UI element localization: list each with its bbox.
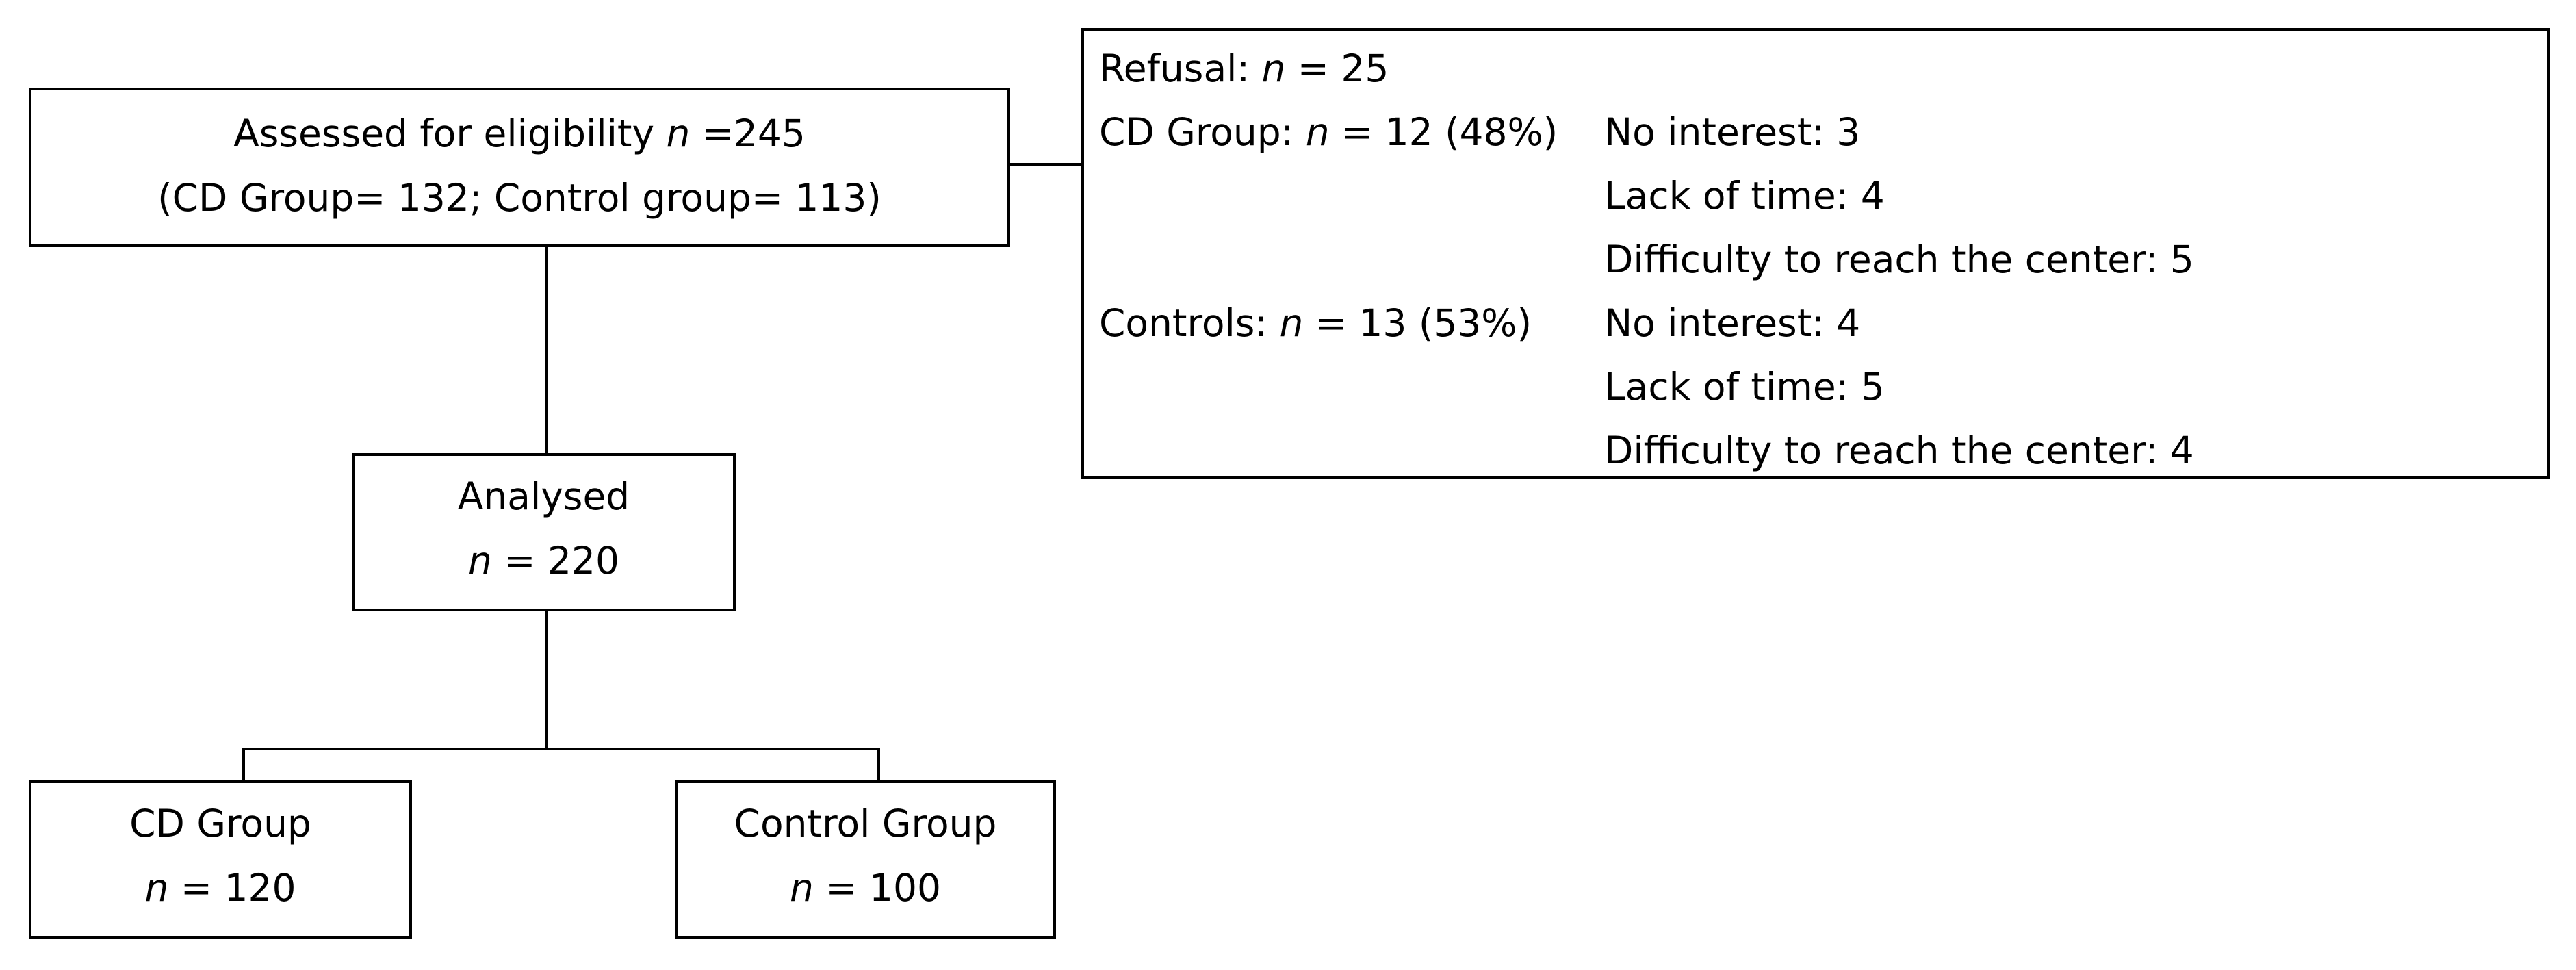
refusal-cd-reason: No interest: 3	[1604, 110, 1861, 154]
refusal-controls-reason: Difficulty to reach the center: 4	[1604, 429, 2194, 472]
refusal-cd-label: CD Group: n = 12 (48%)	[1099, 110, 1558, 154]
refusal-controls-label: Controls: n = 13 (53%)	[1099, 301, 1532, 345]
eligibility-line-2: (CD Group= 132; Control group= 113)	[157, 176, 881, 220]
connector-branch-control	[877, 748, 880, 782]
refusal-controls-reason: No interest: 4	[1604, 301, 1861, 345]
control-group-count: n = 100	[790, 866, 941, 910]
refusal-cd-reason: Difficulty to reach the center: 5	[1604, 238, 2194, 281]
refusal-controls-reason: Lack of time: 5	[1604, 365, 1885, 409]
eligibility-line-1: Assessed for eligibility n =245	[233, 112, 806, 155]
cd-group-count: n = 120	[144, 866, 296, 910]
analysed-box: Analysed n = 220	[352, 453, 736, 611]
analysed-count: n = 220	[468, 539, 619, 583]
connector-branch-cd	[242, 748, 245, 782]
eligibility-box: Assessed for eligibility n =245 (CD Grou…	[29, 88, 1010, 247]
connector-eligibility-to-analysed	[545, 245, 548, 455]
analysed-title: Analysed	[457, 474, 630, 518]
cd-group-title: CD Group	[129, 802, 311, 845]
refusal-cd-reason: Lack of time: 4	[1604, 174, 1885, 218]
control-group-box: Control Group n = 100	[675, 780, 1056, 939]
connector-eligibility-to-refusal	[1009, 163, 1084, 166]
refusal-box: Refusal: n = 25 CD Group: n = 12 (48%) N…	[1081, 28, 2550, 479]
refusal-title: Refusal: n = 25	[1099, 47, 1389, 90]
connector-analysed-down	[545, 609, 548, 749]
control-group-title: Control Group	[734, 802, 997, 845]
connector-branch-horizontal	[242, 748, 880, 750]
cd-group-box: CD Group n = 120	[29, 780, 412, 939]
